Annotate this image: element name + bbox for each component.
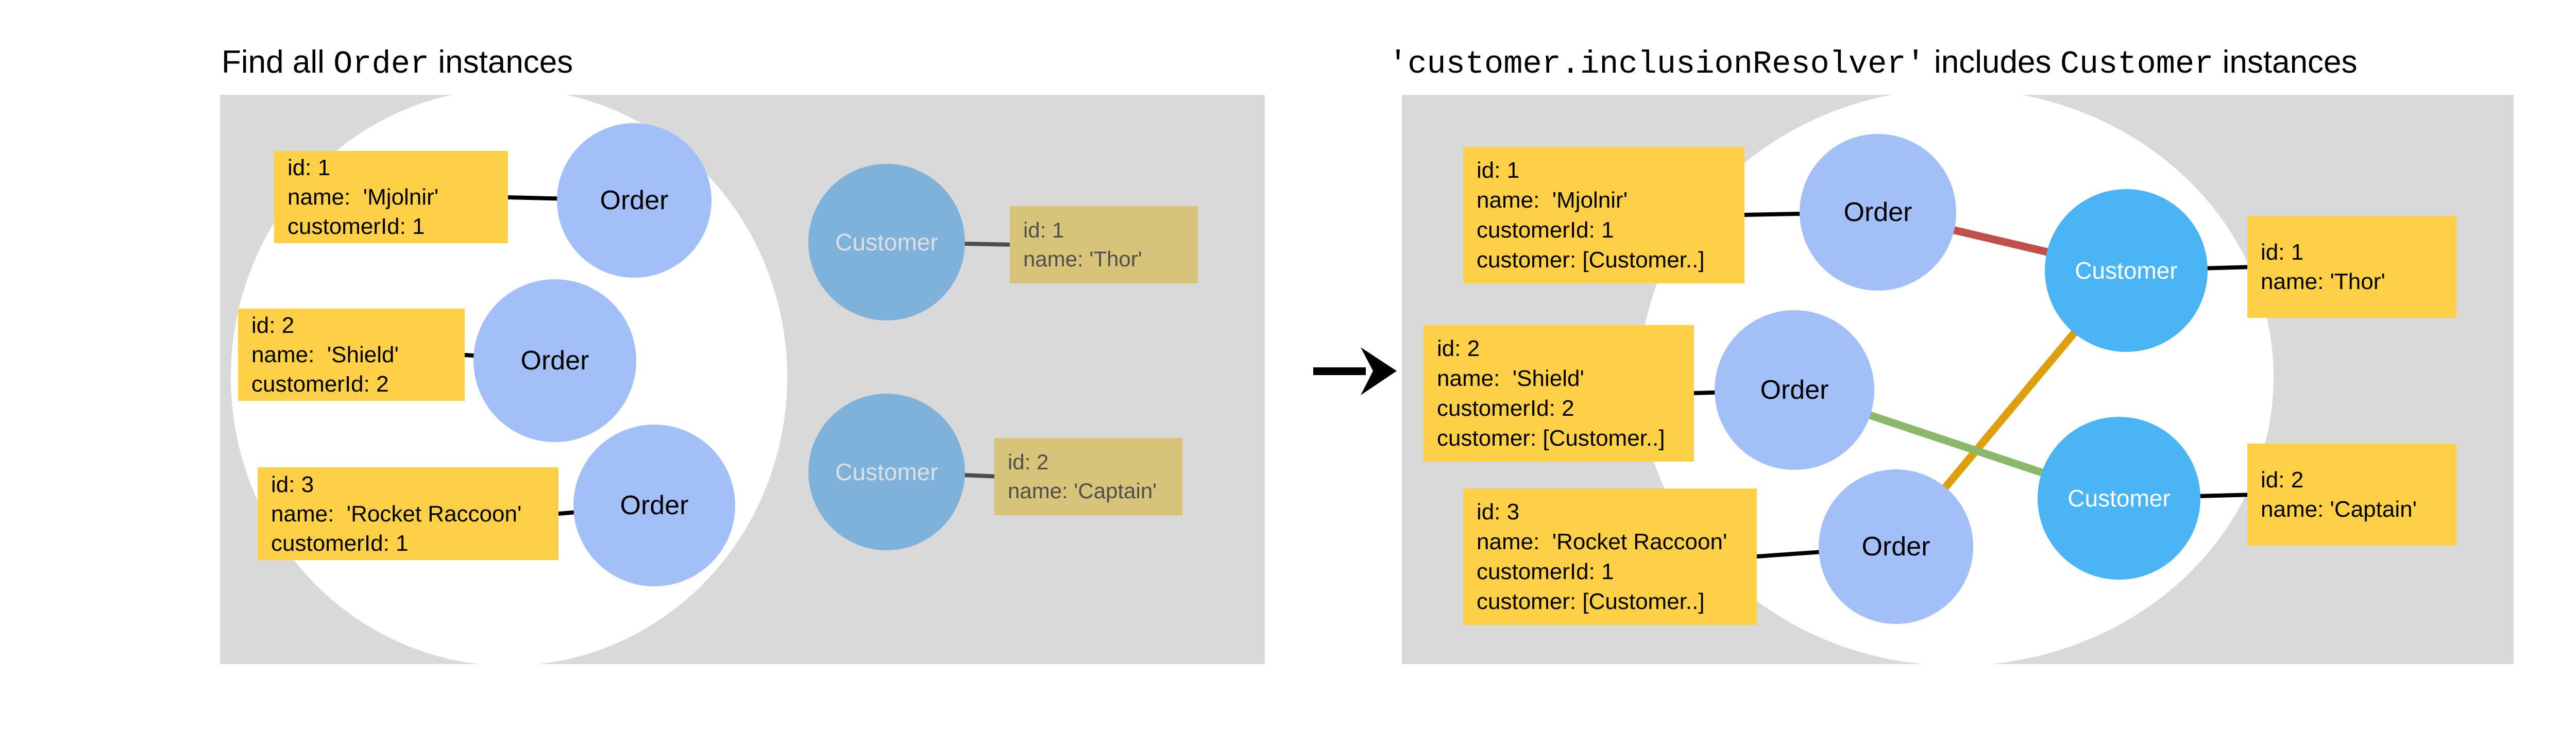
note-line: name: 'Rocket Raccoon' <box>271 501 522 527</box>
note-line: customerId: 2 <box>1437 395 1574 421</box>
customer-note-1: id: 1 name: 'Thor' <box>2247 216 2456 318</box>
include-customers-panel: id: 1 name: 'Mjolnir' customerId: 1 cust… <box>1402 95 2514 664</box>
note-line: name: 'Captain' <box>2261 497 2417 522</box>
order-circle-1: Order <box>557 123 711 278</box>
order-note-3: id: 3 name: 'Rocket Raccoon' customerId:… <box>1463 488 1757 625</box>
transform-arrow <box>1311 344 1399 398</box>
order-circle-label: Order <box>1760 375 1829 405</box>
customer-circle-label: Customer <box>835 459 938 485</box>
note-line: id: 1 <box>2261 240 2304 265</box>
note-line: name: 'Thor' <box>1023 247 1142 271</box>
customer-circle-faded-1: Customer <box>808 164 965 320</box>
note-line: id: 3 <box>271 471 314 497</box>
note-line: id: 1 <box>1023 218 1064 242</box>
customer-circle-2: Customer <box>2038 417 2200 580</box>
note-line: name: 'Shield' <box>1437 365 1584 391</box>
order-circle-label: Order <box>1861 532 1930 562</box>
note-line: name: 'Rocket Raccoon' <box>1477 529 1727 554</box>
order-circle-label: Order <box>620 491 689 520</box>
customer-circle-faded-2: Customer <box>808 394 965 550</box>
order-note-1: id: 1 name: 'Mjolnir' customerId: 1 cust… <box>1463 147 1744 283</box>
order-note-2: id: 2 name: 'Shield' customerId: 2 <box>238 309 465 401</box>
customer-note-faded-2: id: 2 name: 'Captain' <box>994 438 1182 515</box>
note-line: customerId: 1 <box>1477 559 1614 584</box>
note-line: name: 'Mjolnir' <box>287 184 439 210</box>
customer-circle-label: Customer <box>835 229 938 256</box>
note-line: name: 'Thor' <box>2261 269 2385 294</box>
note-line: customerId: 1 <box>271 530 409 556</box>
order-note-3: id: 3 name: 'Rocket Raccoon' customerId:… <box>258 467 558 560</box>
title-code-inclusion-resolver: 'customer.inclusionResolver' <box>1388 46 1925 82</box>
note-line: customerId: 1 <box>1477 217 1614 243</box>
note-line: id: 3 <box>1477 499 1520 525</box>
order-circle-3: Order <box>573 425 735 586</box>
note-line: name: 'Captain' <box>1008 479 1157 503</box>
note-line: id: 2 <box>2261 467 2304 493</box>
arrow-right-icon <box>1313 347 1397 395</box>
customer-note-2: id: 2 name: 'Captain' <box>2247 444 2456 546</box>
note-line: name: 'Mjolnir' <box>1477 187 1628 213</box>
note-line: id: 2 <box>1437 335 1480 361</box>
title-text: Find all <box>222 44 334 80</box>
note-line: customerId: 1 <box>287 214 425 239</box>
title-text: instances <box>429 44 573 80</box>
order-note-1: id: 1 name: 'Mjolnir' customerId: 1 <box>274 151 508 243</box>
find-orders-panel: id: 1 name: 'Mjolnir' customerId: 1 id: … <box>220 95 1265 664</box>
order-circle-label: Order <box>1843 197 1912 227</box>
title-text: instances <box>2213 44 2358 80</box>
note-line: id: 1 <box>1477 157 1520 183</box>
note-line: customer: [Customer..] <box>1477 588 1705 614</box>
note-line: id: 2 <box>251 313 295 338</box>
order-note-2: id: 2 name: 'Shield' customerId: 2 custo… <box>1423 325 1694 462</box>
order-circle-label: Order <box>520 346 589 376</box>
order-circle-2: Order <box>1715 310 1874 470</box>
order-circle-label: Order <box>600 185 669 215</box>
customer-circle-label: Customer <box>2067 485 2171 512</box>
note-line: name: 'Shield' <box>251 342 399 367</box>
customer-circle-1: Customer <box>2045 189 2208 352</box>
note-line: customerId: 2 <box>251 371 389 397</box>
customer-note-faded-1: id: 1 name: 'Thor' <box>1010 206 1198 283</box>
right-panel-title: 'customer.inclusionResolver' includes Cu… <box>1388 44 2358 82</box>
order-circle-1: Order <box>1800 134 1956 291</box>
title-code-customer: Customer <box>2060 46 2214 82</box>
order-circle-2: Order <box>473 279 636 442</box>
left-panel-title: Find all Order instances <box>222 44 573 82</box>
title-text: includes <box>1925 44 2060 80</box>
title-code-order: Order <box>333 46 430 82</box>
note-line: customer: [Customer..] <box>1477 247 1705 273</box>
note-line: id: 2 <box>1008 450 1049 474</box>
note-line: customer: [Customer..] <box>1437 425 1665 451</box>
note-line: id: 1 <box>287 155 331 180</box>
customer-circle-label: Customer <box>2075 257 2178 284</box>
order-circle-3: Order <box>1819 469 1973 624</box>
